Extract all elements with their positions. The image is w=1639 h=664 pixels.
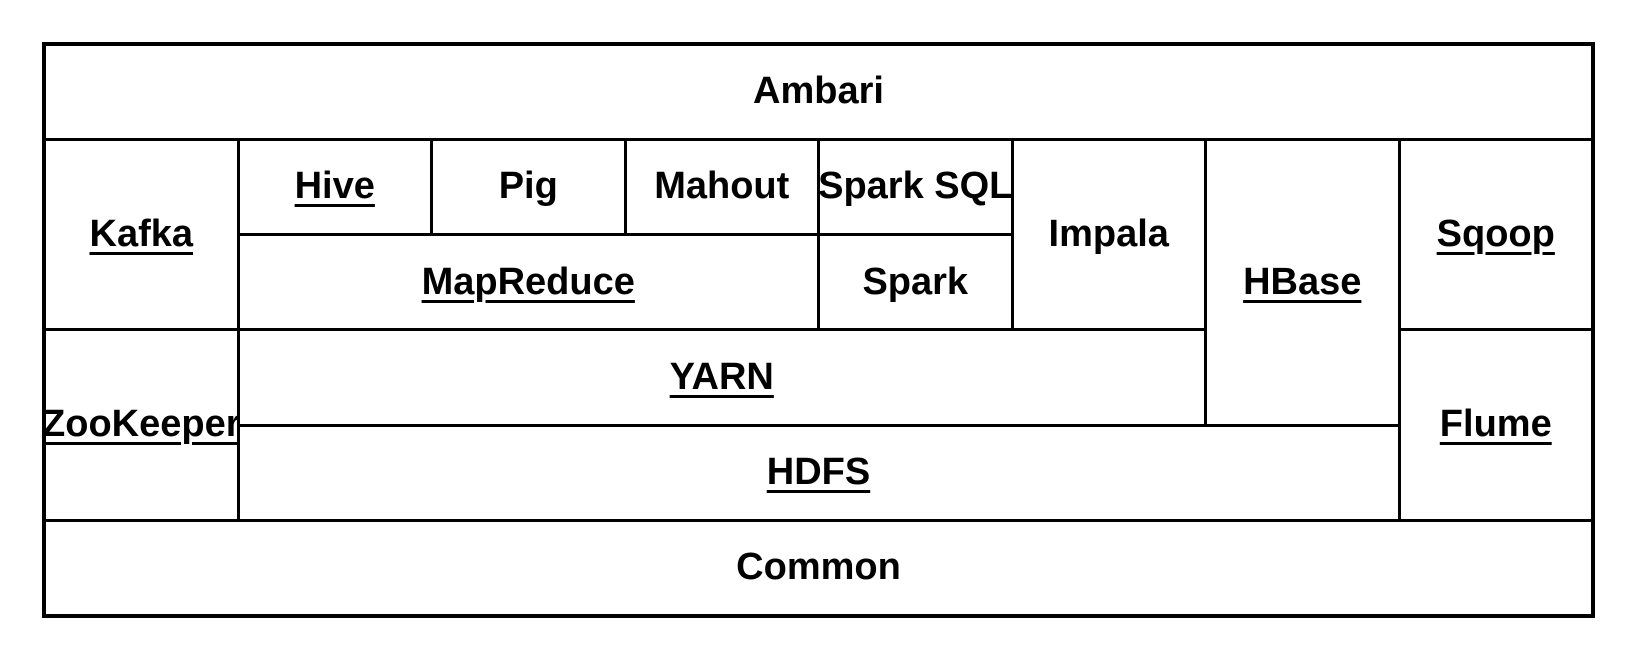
box-sqoop-label: Sqoop <box>1436 212 1555 255</box>
box-ambari-label: Ambari <box>753 70 884 113</box>
box-pig-label: Pig <box>498 165 558 208</box>
box-zookeeper-label: ZooKeeper <box>46 403 237 446</box>
box-yarn-label: YARN <box>669 355 774 398</box>
box-hdfs-label: HDFS <box>766 450 871 493</box>
diagram-grid: Ambari Kafka Hive Pig Mahout Spark SQL M… <box>42 42 1595 618</box>
box-sqoop: Sqoop <box>1400 141 1591 329</box>
box-mahout-label: Mahout <box>654 165 790 208</box>
box-hbase-label: HBase <box>1243 260 1362 303</box>
box-impala-label: Impala <box>1048 212 1169 255</box>
box-kafka: Kafka <box>46 141 237 329</box>
box-spark-sql-label: Spark SQL <box>820 165 1011 208</box>
box-zookeeper: ZooKeeper <box>46 331 237 519</box>
box-flume: Flume <box>1400 331 1591 519</box>
box-kafka-label: Kafka <box>89 212 194 255</box>
box-common: Common <box>46 521 1591 614</box>
box-mahout: Mahout <box>626 141 817 234</box>
box-spark-sql: Spark SQL <box>820 141 1011 234</box>
box-common-label: Common <box>736 546 901 588</box>
box-mapreduce-label: MapReduce <box>421 260 635 303</box>
box-mapreduce: MapReduce <box>239 236 817 329</box>
box-hbase: HBase <box>1207 141 1398 424</box>
box-ambari: Ambari <box>46 46 1591 139</box>
box-impala: Impala <box>1013 141 1204 329</box>
box-hive: Hive <box>239 141 430 234</box>
box-yarn: YARN <box>239 331 1204 424</box>
box-pig: Pig <box>433 141 624 234</box>
box-hdfs: HDFS <box>239 426 1398 519</box>
box-spark: Spark <box>820 236 1011 329</box>
box-hive-label: Hive <box>294 165 375 208</box>
box-spark-label: Spark <box>862 260 969 303</box>
box-flume-label: Flume <box>1439 403 1552 446</box>
